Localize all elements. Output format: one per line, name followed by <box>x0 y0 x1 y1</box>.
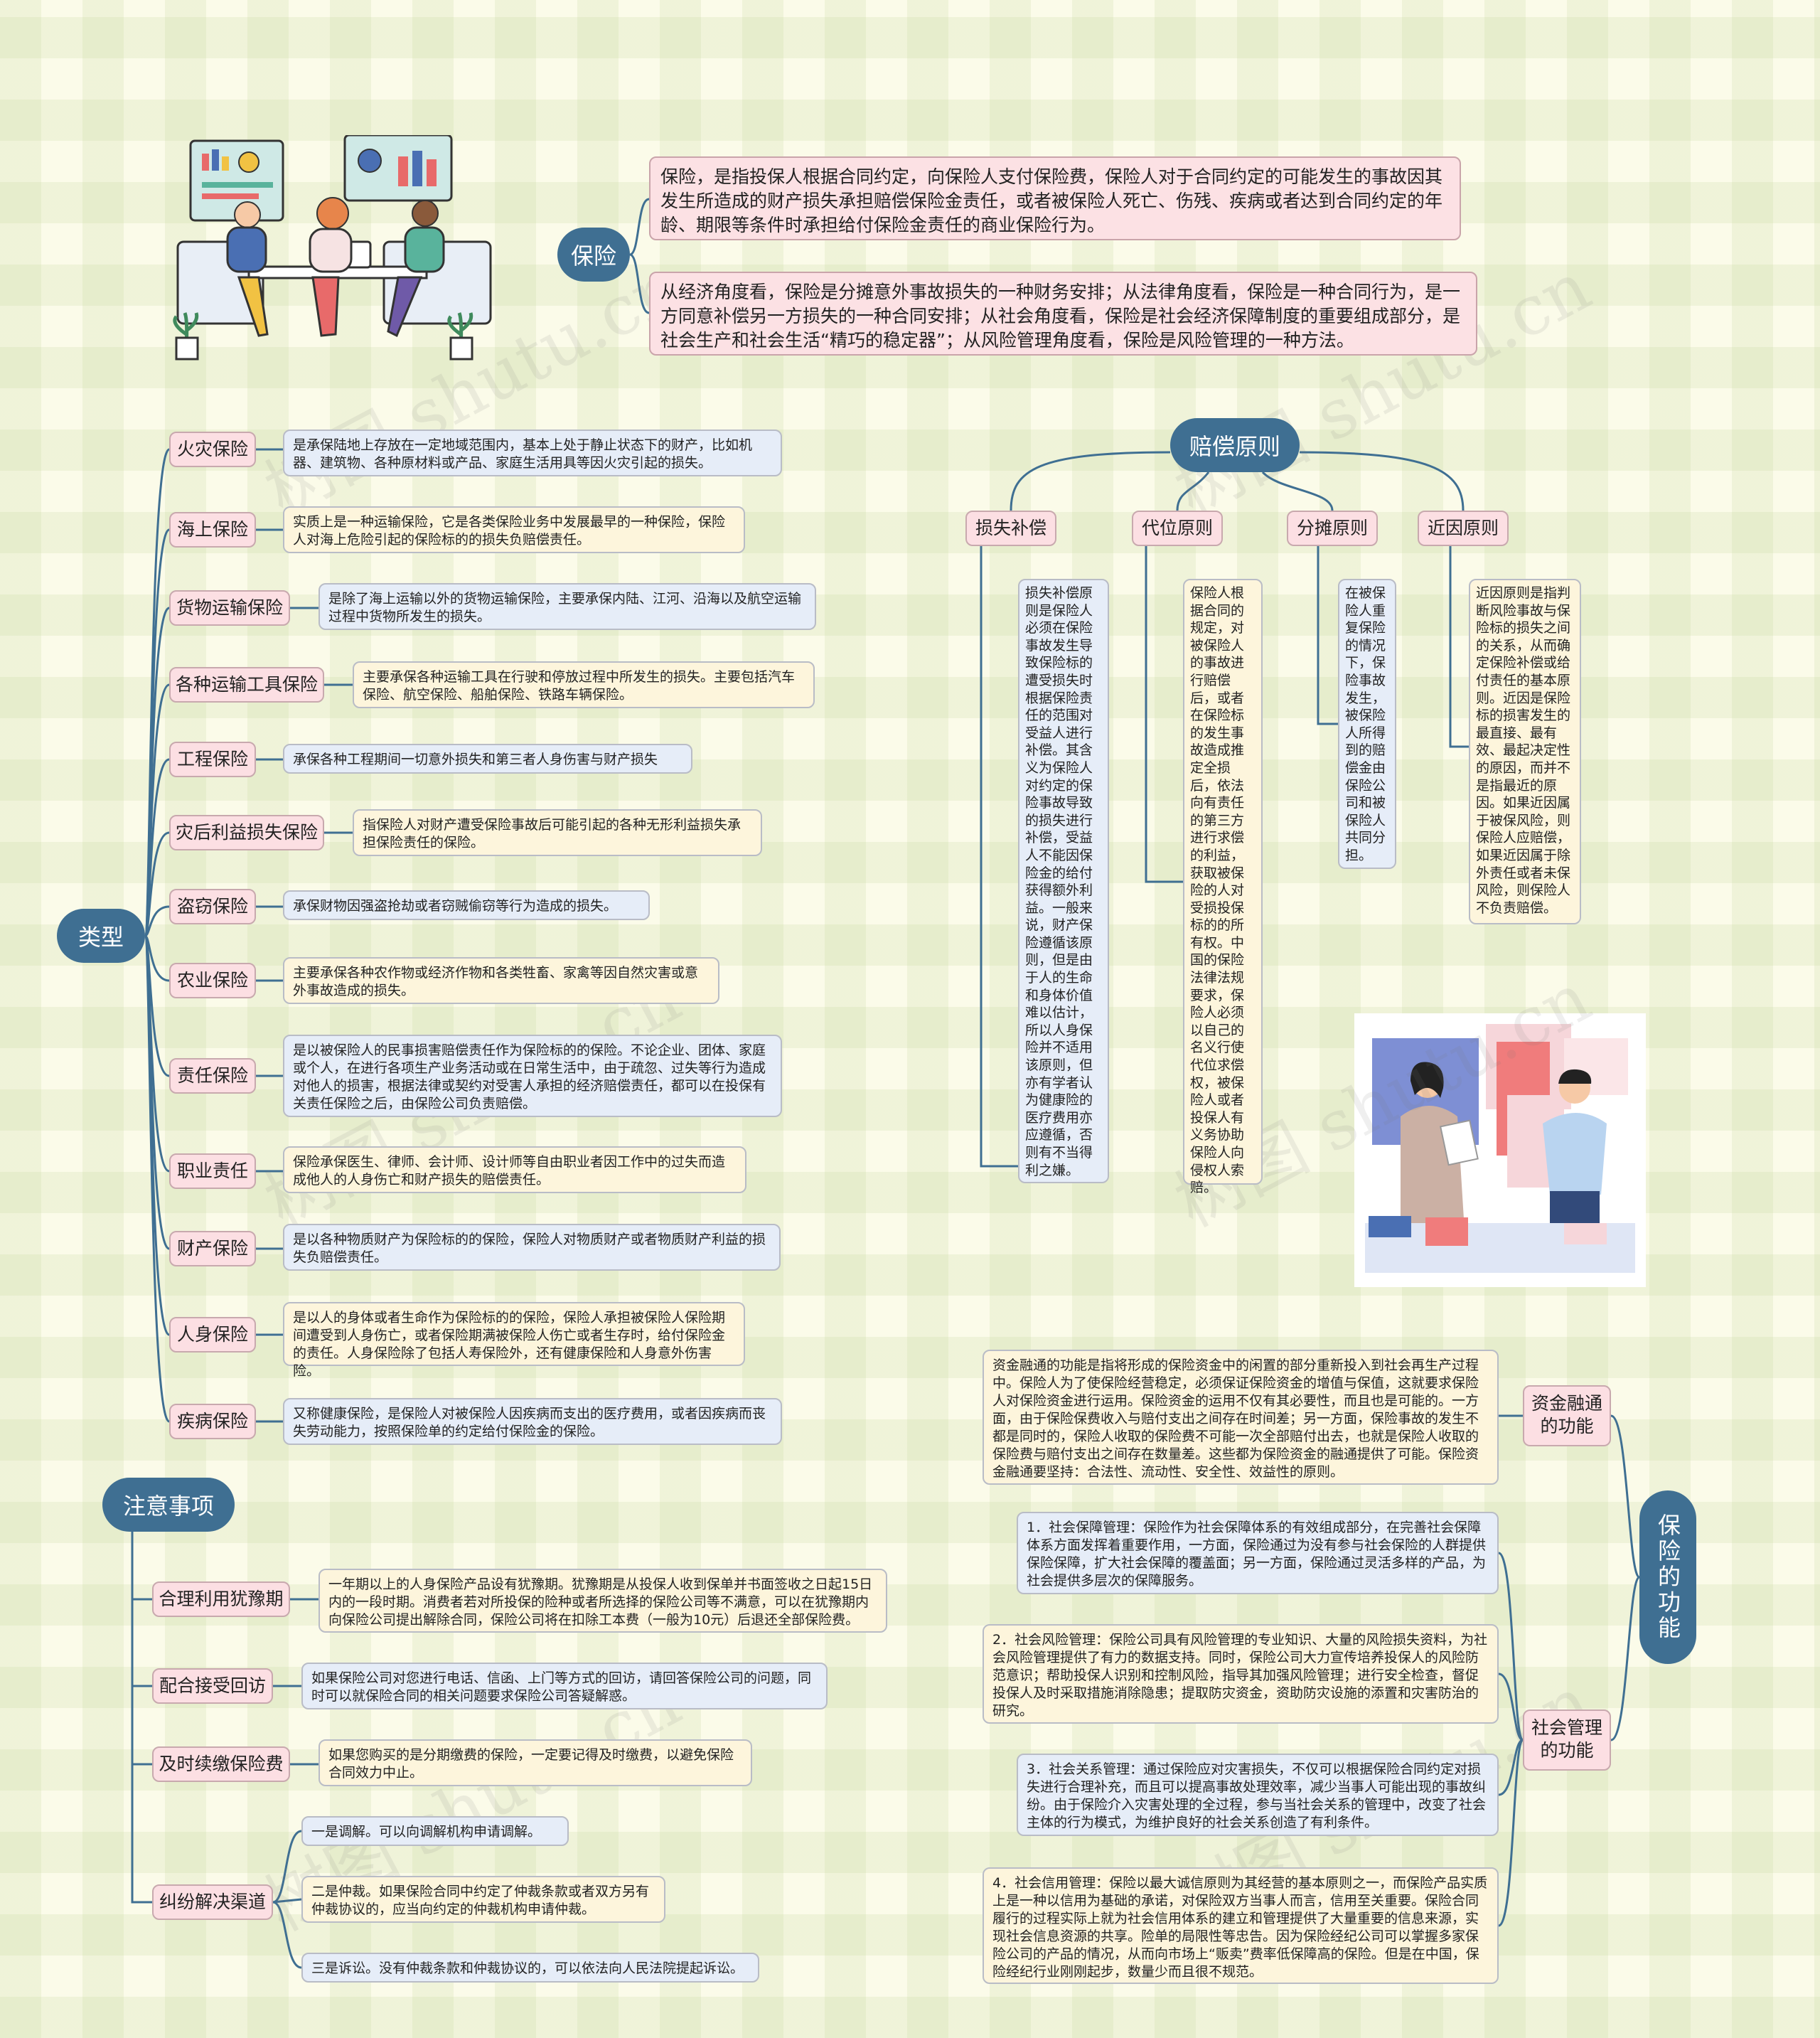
type-label-liability[interactable]: 责任保险 <box>169 1058 256 1094</box>
type-label-health[interactable]: 疾病保险 <box>169 1404 256 1439</box>
type-desc-property: 是以各种物质财产为保险标的的保险，保险人对物质财产或者物质财产利益的损失负赔偿责… <box>283 1224 781 1271</box>
note-label-renewal[interactable]: 及时续缴保险费 <box>152 1746 290 1782</box>
type-desc-cargo: 是除了海上运输以外的货物运输保险，主要承保内陆、江河、沿海以及航空运输过程中货物… <box>318 583 816 630</box>
type-label-theft[interactable]: 盗窃保险 <box>169 889 256 924</box>
connector-line <box>144 905 170 937</box>
connector-line <box>1010 451 1171 511</box>
connector-line <box>629 198 650 256</box>
dispute-mediation: 一是调解。可以向调解机构申请调解。 <box>301 1816 569 1846</box>
connector-line <box>1299 451 1465 511</box>
functions-hub[interactable]: 保险的功能 <box>1639 1490 1696 1664</box>
type-desc-liability: 是以被保险人的民事损害赔偿责任作为保险标的的保险。不论企业、团体、家庭或个人，在… <box>283 1035 782 1117</box>
note-label-callback[interactable]: 配合接受回访 <box>152 1668 273 1704</box>
social-security-management: 1．社会保障管理：保险作为社会保障体系的有效组成部分，在完善社会保障体系方面发挥… <box>1017 1512 1499 1594</box>
principle-desc-subrogation: 保险人根据合同的规定，对被保险人的事故进行赔偿后，或者在保险标的发生事故造成推定… <box>1183 579 1263 1195</box>
type-desc-personal: 是以人的身体或者生命作为保险标的的保险，保险人承担被保险人保险期间遭受到人身伤亡… <box>283 1302 745 1379</box>
principle-label-subrogation[interactable]: 代位原则 <box>1132 511 1223 546</box>
note-label-cooling-off[interactable]: 合理利用犹豫期 <box>152 1581 290 1617</box>
social-risk-management: 2．社会风险管理：保险公司具有风险管理的专业知识、大量的风险损失资料，为社会风险… <box>983 1624 1499 1724</box>
connector-line <box>1498 1672 1524 1741</box>
type-desc-theft: 承保财物因强盗抢劫或者窃贼偷窃等行为造成的损失。 <box>283 890 650 920</box>
type-desc-post-disaster: 指保险人对财产遭受保险事故后可能引起的各种无形利益损失承担保险责任的保险。 <box>353 809 762 856</box>
type-label-post-disaster[interactable]: 灾后利益损失保险 <box>169 815 324 850</box>
type-label-property[interactable]: 财产保险 <box>169 1231 256 1266</box>
notes-hub[interactable]: 注意事项 <box>102 1478 235 1532</box>
connector-line <box>131 1532 152 1766</box>
social-relations-management: 3．社会关系管理：通过保险应对灾害损失，不仅可以根据保险合同约定对损失进行合理补… <box>1017 1754 1499 1836</box>
type-desc-marine: 实质上是一种运输保险，它是各类保险业务中发展最早的一种保险，保险人对海上危险引起… <box>283 506 745 553</box>
connector-line <box>1449 546 1469 748</box>
connector-line <box>1145 546 1183 883</box>
connector-line <box>272 1901 302 1969</box>
connector-line <box>272 1898 302 1904</box>
type-label-cargo[interactable]: 货物运输保险 <box>169 590 290 626</box>
connector-line <box>131 1532 152 1687</box>
type-desc-fire: 是承保陆地上存放在一定地域范围内，基本上处于静止状态下的财产，比如机器、建筑物、… <box>283 430 782 476</box>
type-label-agriculture[interactable]: 农业保险 <box>169 963 256 998</box>
principle-label-contribution[interactable]: 分摊原则 <box>1287 511 1378 546</box>
connector-line <box>1498 1552 1524 1741</box>
connector-line <box>980 546 1018 1168</box>
connector-line <box>1317 546 1338 725</box>
principle-label-proximate[interactable]: 近因原则 <box>1418 511 1509 546</box>
connector-line <box>1498 1739 1524 1796</box>
presentation-illustration <box>1354 1013 1646 1287</box>
type-label-marine[interactable]: 海上保险 <box>169 512 256 548</box>
types-hub[interactable]: 类型 <box>57 909 145 963</box>
connector-line <box>1261 471 1334 511</box>
connector-line <box>144 831 170 937</box>
type-label-vehicle[interactable]: 各种运输工具保险 <box>169 667 324 703</box>
type-label-fire[interactable]: 火灾保险 <box>169 432 256 467</box>
note-desc-renewal: 如果您购买的是分期缴费的保险，一定要记得及时缴费，以避免保险合同效力中止。 <box>318 1739 752 1786</box>
type-label-professional[interactable]: 职业责任 <box>169 1153 256 1189</box>
principle-desc-contribution: 在被保险人重复保险的情况下，保险事故发生，被保险人所得到的赔偿金由保险公司和被保… <box>1338 579 1396 869</box>
connector-line <box>131 1532 152 1601</box>
principle-label-indemnity[interactable]: 损失补偿 <box>965 511 1056 546</box>
type-desc-agriculture: 主要承保各种农作物或经济作物和各类牲畜、家禽等因自然灾害或意外事故造成的损失。 <box>283 957 719 1004</box>
note-desc-callback: 如果保险公司对您进行电话、信函、上门等方式的回访，请回答保险公司的问题，同时可以… <box>301 1663 828 1709</box>
type-label-engineering[interactable]: 工程保险 <box>169 742 256 777</box>
insurance-perspectives: 从经济角度看，保险是分摊意外事故损失的一种财务安排；从法律角度看，保险是一种合同… <box>649 272 1477 356</box>
connector-line <box>1498 1739 1524 1927</box>
function-label-finance[interactable]: 资金融通的功能 <box>1523 1385 1611 1446</box>
type-desc-health: 又称健康保险，是保险人对被保险人因疾病而支出的医疗费用，或者因疾病而丧失劳动能力… <box>283 1398 782 1445</box>
insurance-hub[interactable]: 保险 <box>557 228 630 282</box>
connector-line <box>144 934 171 1423</box>
connector-line <box>1176 471 1210 511</box>
connector-line <box>272 1830 302 1904</box>
principle-desc-indemnity: 损失补偿原则是保险人必须在保险事故发生导致保险标的遭受损失时根据保险责任的范围对… <box>1018 579 1109 1183</box>
function-label-social[interactable]: 社会管理的功能 <box>1523 1709 1611 1771</box>
dispute-litigation: 三是诉讼。没有仲裁条款和仲裁协议的，可以依法向人民法院提起诉讼。 <box>301 1953 759 1983</box>
connector-line <box>131 1532 152 1904</box>
social-credit-management: 4．社会信用管理：保险以最大诚信原则为其经营的基本原则之一，而保险产品实质上是一… <box>983 1867 1499 1984</box>
dispute-arbitration: 二是仲裁。如果保险合同中约定了仲裁条款或者双方另有仲裁协议的，应当向约定的仲裁机… <box>301 1876 665 1923</box>
connector-line <box>1610 1576 1641 1741</box>
team-meeting-illustration <box>173 135 492 361</box>
type-desc-vehicle: 主要承保各种运输工具在行驶和停放过程中所发生的损失。主要包括汽车保险、航空保险、… <box>353 661 815 708</box>
note-desc-cooling-off: 一年期以上的人身保险产品设有犹豫期。犹豫期是从投保人收到保单并书面签收之日起15… <box>318 1569 887 1633</box>
type-label-personal[interactable]: 人身保险 <box>169 1317 256 1353</box>
type-desc-professional: 保险承保医生、律师、会计师、设计师等自由职业者因工作中的过失而造成他人的人身伤亡… <box>283 1146 746 1193</box>
principles-hub[interactable]: 赔偿原则 <box>1170 418 1300 472</box>
note-label-dispute[interactable]: 纠纷解决渠道 <box>152 1884 273 1920</box>
connector-line <box>629 253 650 314</box>
function-desc-finance: 资金融通的功能是指将形成的保险资金中的闲置的部分重新投入到社会再生产过程中。保险… <box>983 1350 1499 1485</box>
principle-desc-proximate: 近因原则是指判断风险事故与保险标的损失之间的关系，从而确定保险补偿或给付责任的基… <box>1469 579 1581 924</box>
type-desc-engineering: 承保各种工程期间一切意外损失和第三者人身伤害与财产损失 <box>283 744 692 774</box>
connector-line <box>1610 1414 1641 1579</box>
insurance-definition: 保险，是指投保人根据合同约定，向保险人支付保险费，保险人对于合同约定的可能发生的… <box>649 156 1461 240</box>
